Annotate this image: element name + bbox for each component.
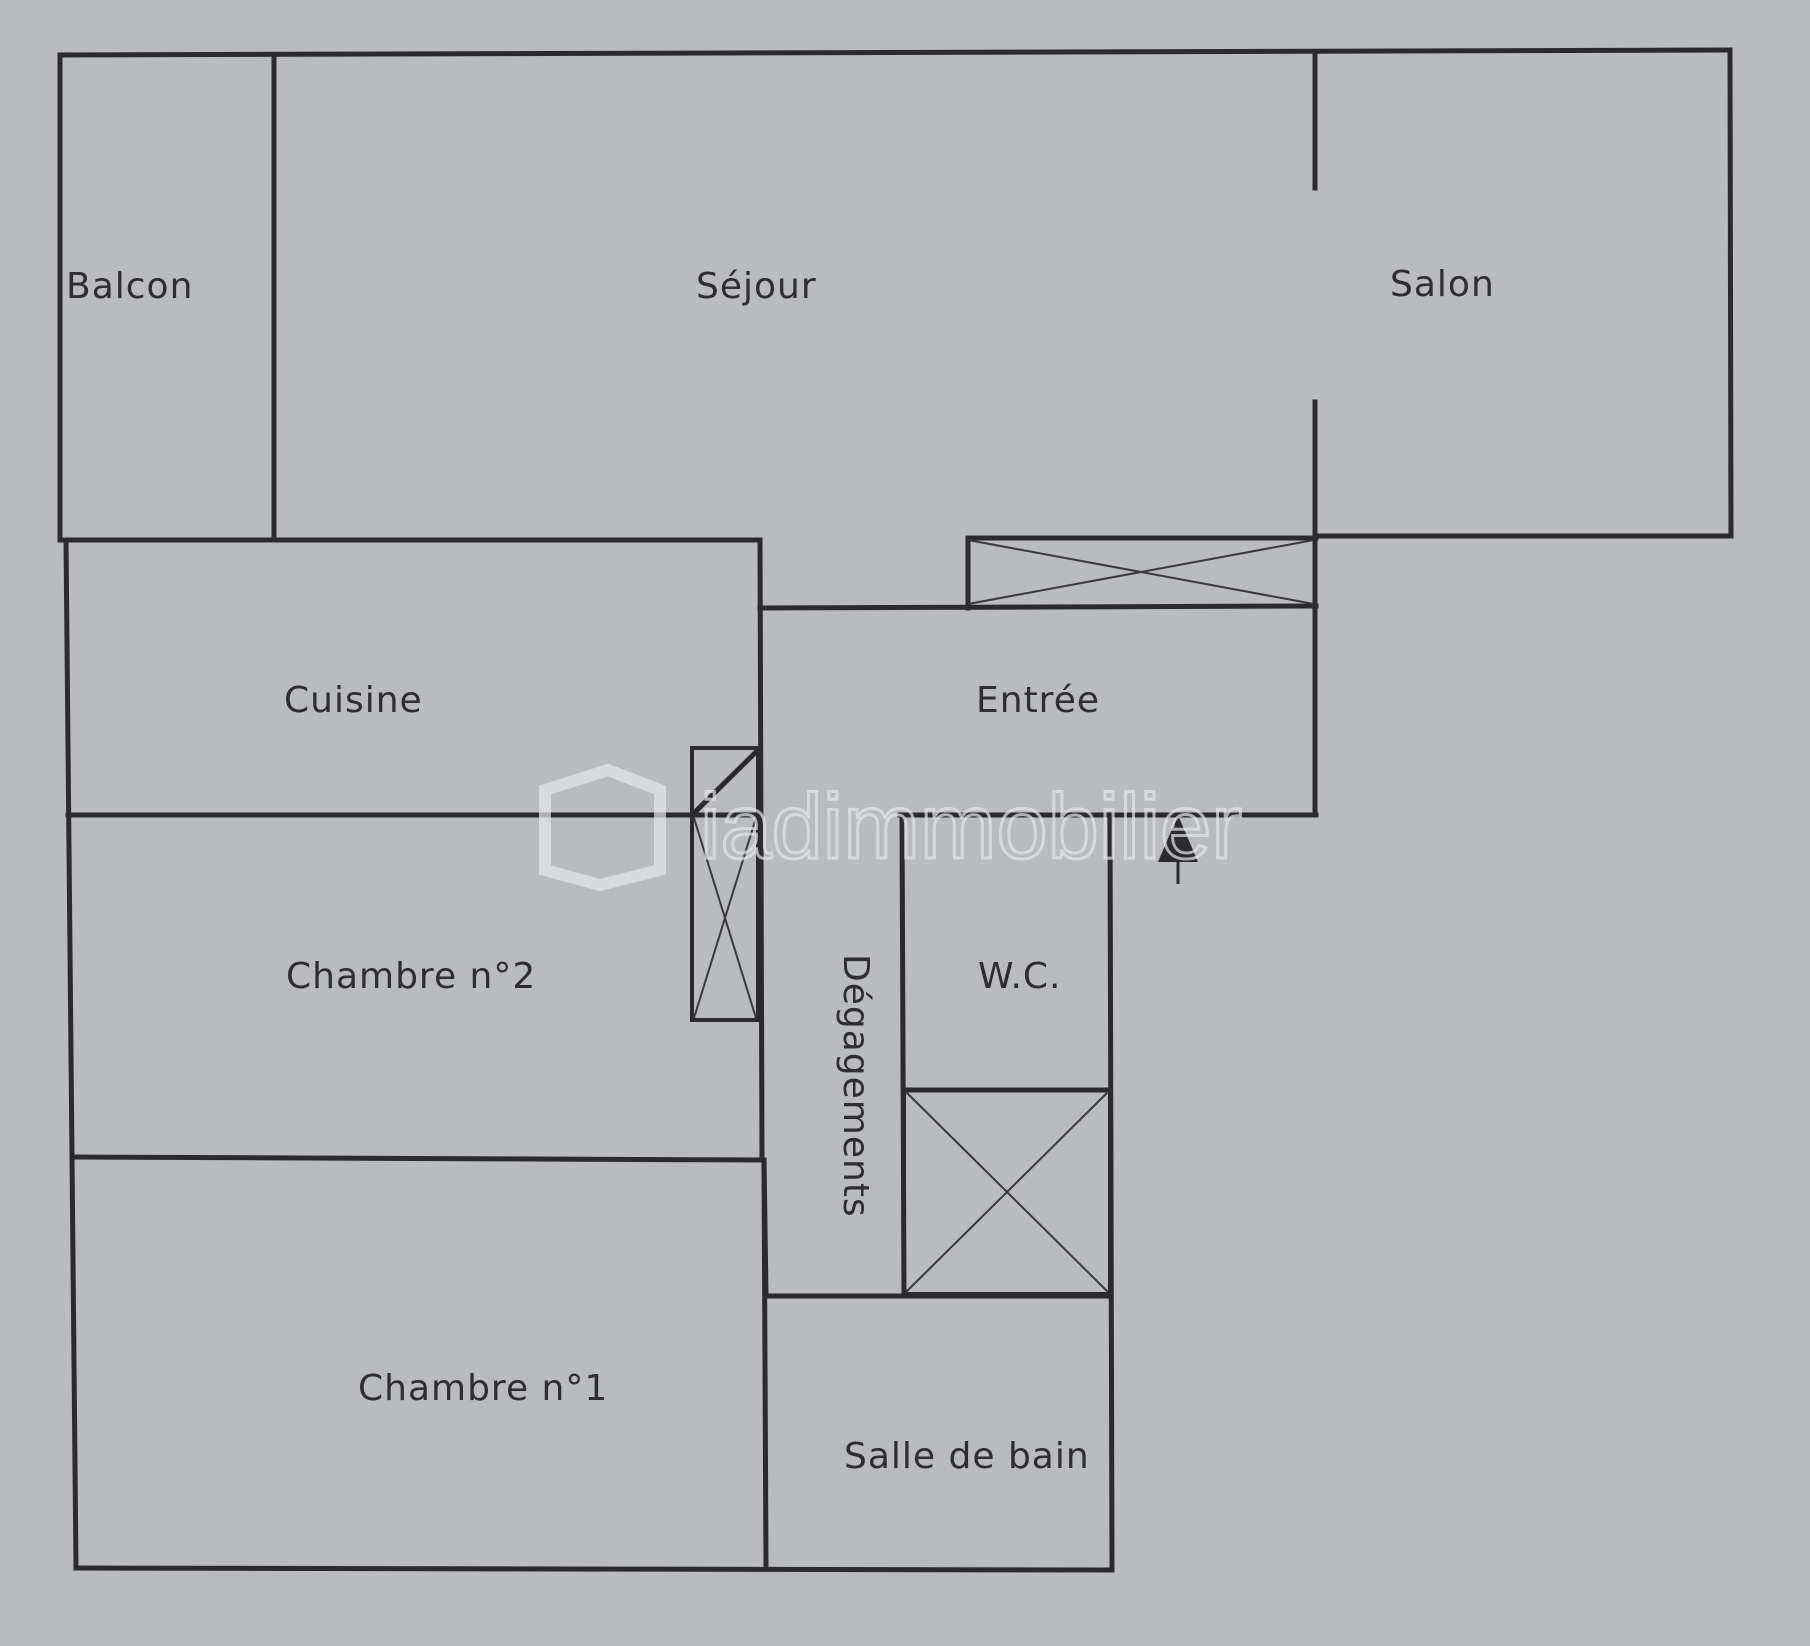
room-label-sejour: Séjour bbox=[696, 266, 817, 307]
cupboard-entree bbox=[967, 539, 1315, 605]
room-label-chambre1: Chambre n°1 bbox=[358, 1368, 608, 1409]
room-label-entree: Entrée bbox=[976, 680, 1100, 721]
room-label-chambre2: Chambre n°2 bbox=[286, 956, 536, 997]
wall-chambre2-chambre1 bbox=[69, 1154, 767, 1163]
wall-top bbox=[57, 47, 1733, 58]
room-label-salon: Salon bbox=[1390, 264, 1495, 305]
watermark: iadimmobilier bbox=[539, 763, 1243, 892]
room-label-cuisine: Cuisine bbox=[284, 680, 423, 721]
room-label-balcon: Balcon bbox=[66, 266, 193, 307]
cupboards bbox=[688, 539, 1315, 1296]
room-labels: Balcon Séjour Salon Cuisine Entrée Chamb… bbox=[66, 264, 1495, 1477]
cupboard-wc bbox=[902, 1088, 1112, 1296]
watermark-text: iadimmobilier bbox=[700, 776, 1242, 878]
wall-right-salon bbox=[1727, 47, 1734, 539]
wall-bottom bbox=[73, 1565, 1115, 1573]
room-label-degagements: Dégagements bbox=[835, 954, 876, 1218]
room-label-salle-de-bain: Salle de bain bbox=[844, 1436, 1090, 1477]
cupboard-chambre2 bbox=[688, 746, 762, 1022]
wall-top-entree bbox=[757, 603, 1319, 611]
room-label-wc: W.C. bbox=[978, 956, 1062, 997]
entrance-arrow-icon bbox=[1158, 815, 1198, 884]
wall-degagements-left bbox=[761, 1157, 769, 1299]
wall-left-lower bbox=[63, 537, 79, 1571]
watermark-logo-icon bbox=[539, 763, 666, 892]
wall-right-cuisine bbox=[757, 537, 765, 1163]
